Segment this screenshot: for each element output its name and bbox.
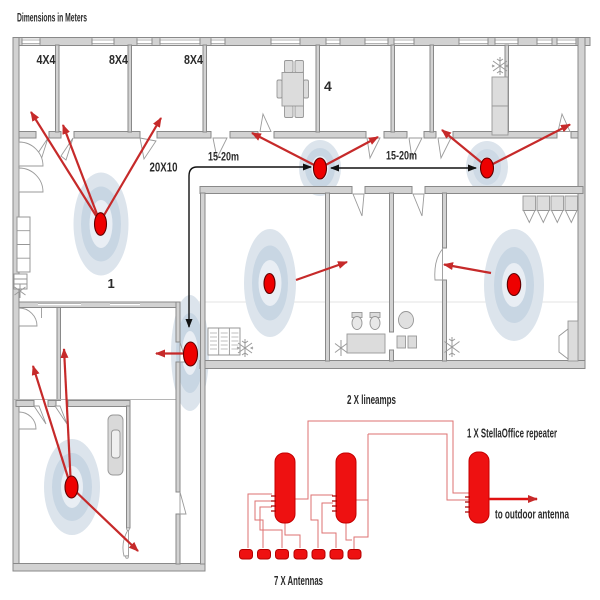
svg-text:1 X StellaOffice repeater: 1 X StellaOffice repeater — [467, 427, 557, 441]
svg-text:8X4: 8X4 — [184, 53, 203, 67]
svg-text:4: 4 — [324, 78, 332, 94]
svg-text:2 X lineamps: 2 X lineamps — [347, 393, 396, 407]
svg-text:4X4: 4X4 — [37, 53, 56, 67]
svg-text:15-20m: 15-20m — [208, 150, 239, 164]
svg-text:1: 1 — [108, 276, 115, 291]
svg-text:Dimensions in Meters: Dimensions in Meters — [17, 13, 87, 25]
svg-text:8X4: 8X4 — [109, 53, 128, 67]
svg-text:20X10: 20X10 — [150, 161, 178, 175]
svg-text:to outdoor antenna: to outdoor antenna — [495, 508, 570, 522]
svg-text:7 X Antennas: 7 X Antennas — [274, 573, 323, 588]
svg-text:15-20m: 15-20m — [386, 149, 417, 163]
